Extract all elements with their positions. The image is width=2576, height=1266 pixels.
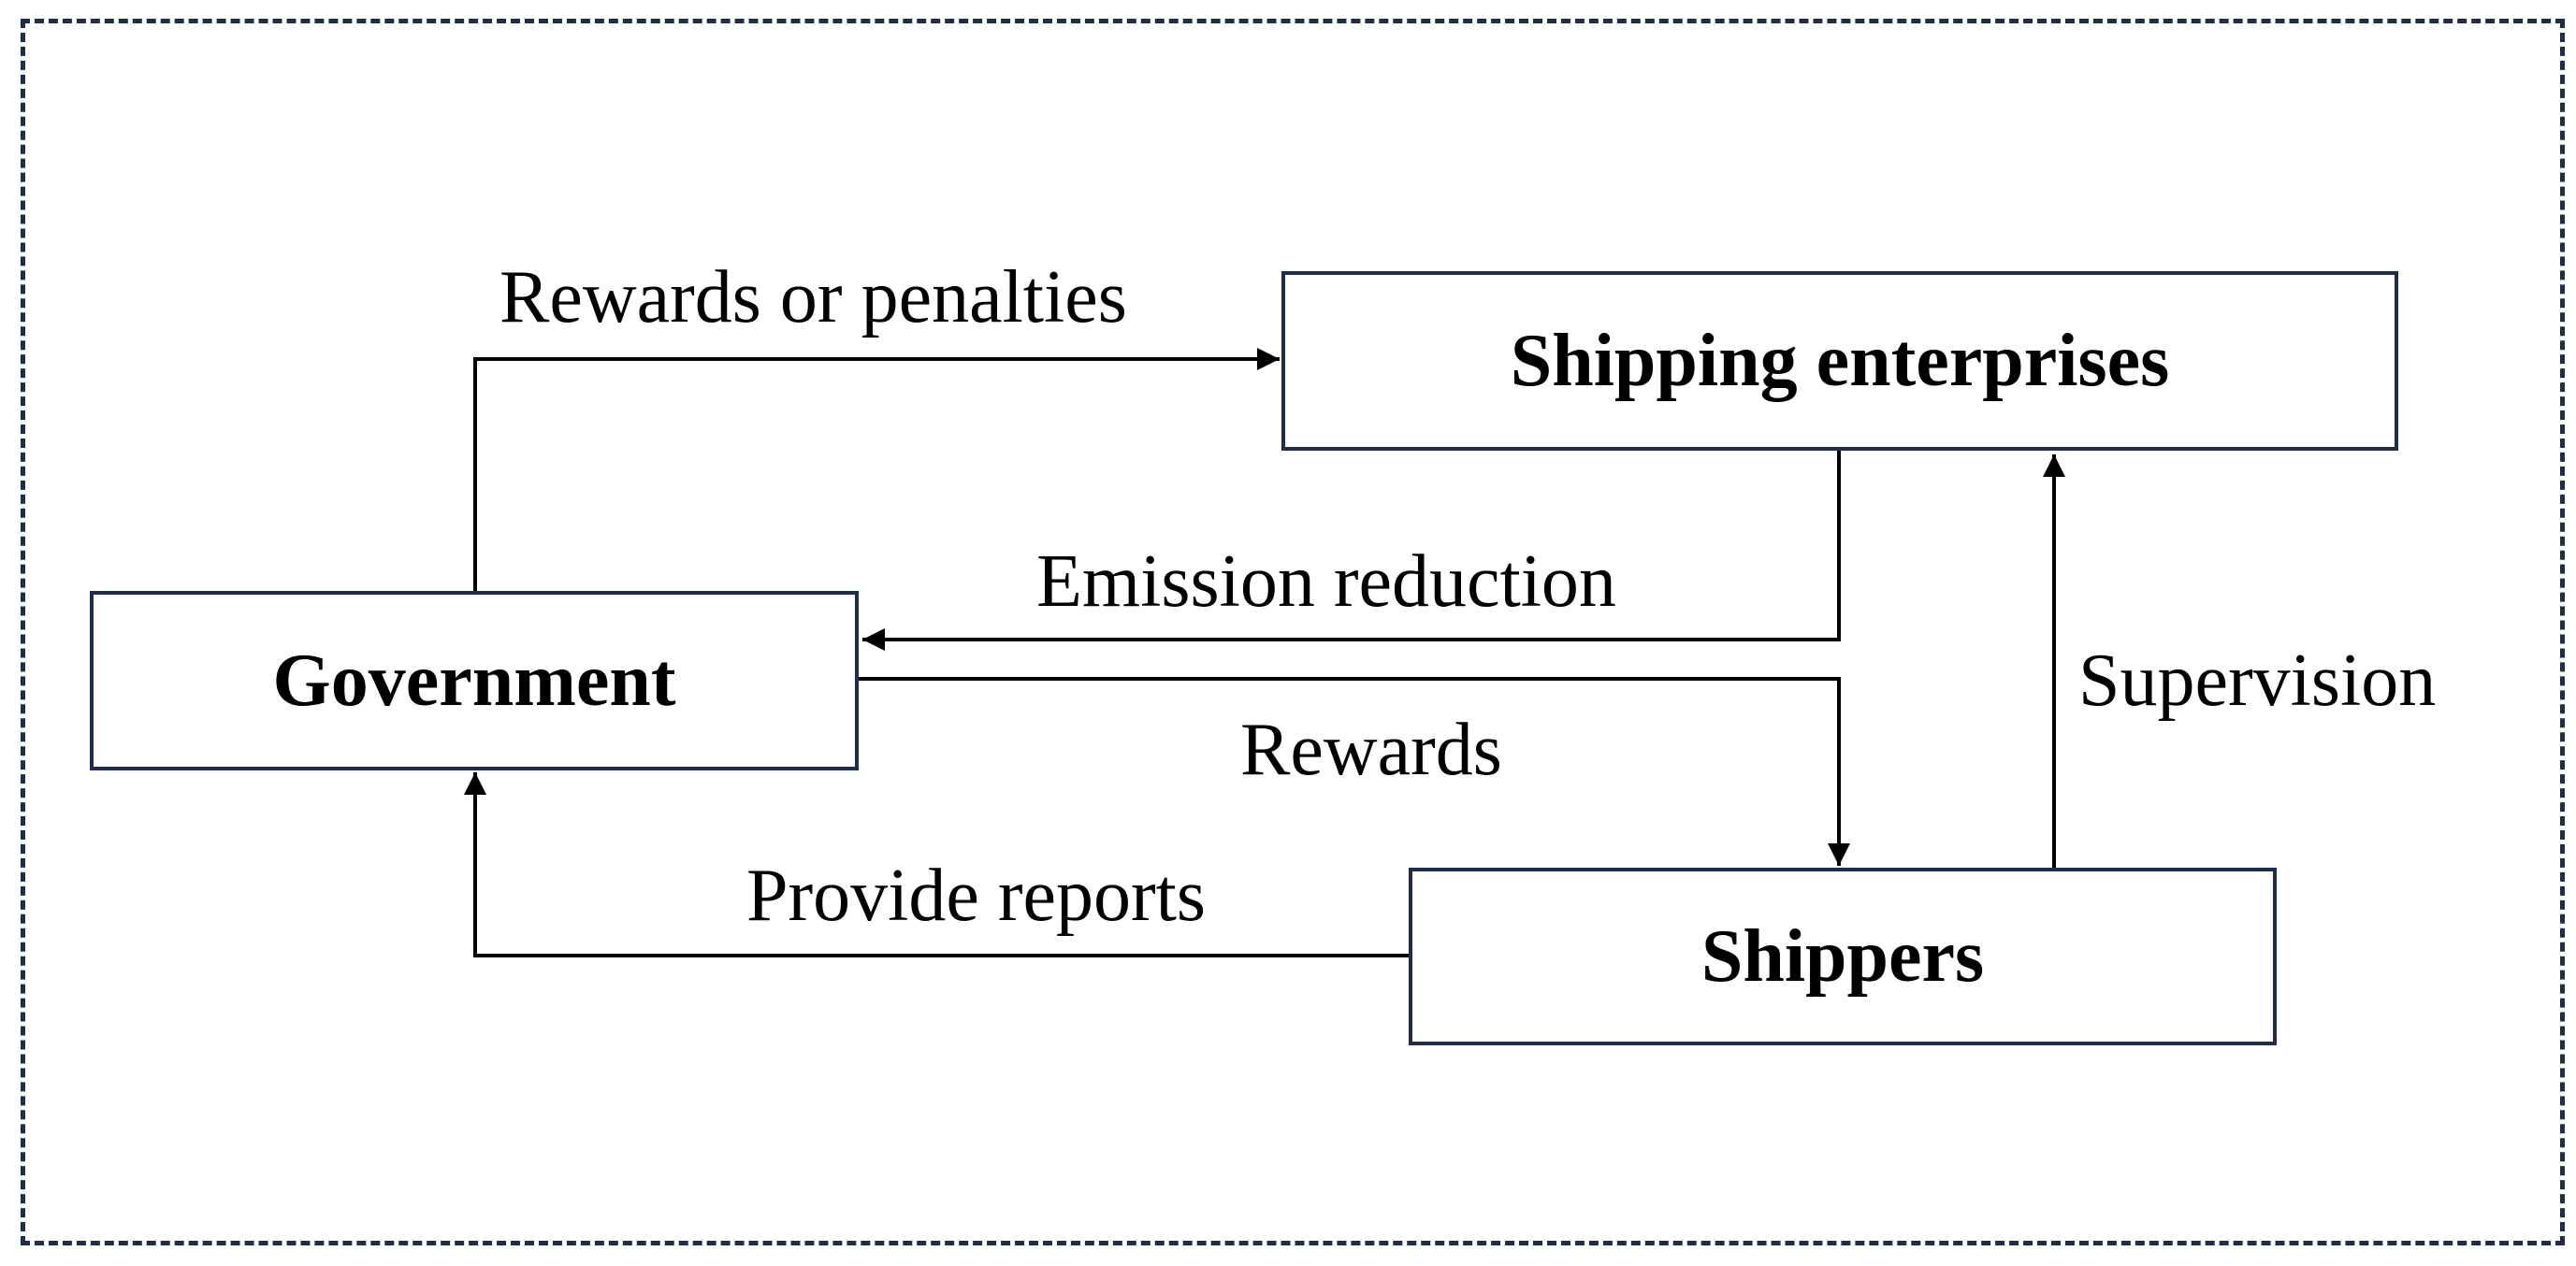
shipping-enterprises-label: Shipping enterprises <box>1510 319 2170 402</box>
government-label: Government <box>272 639 676 722</box>
dashed-boundary <box>21 19 2565 1245</box>
shipping-enterprises-node: Shipping enterprises <box>1281 271 2398 451</box>
provide-reports-label: Provide reports <box>746 855 1207 937</box>
rewards-or-penalties-label: Rewards or penalties <box>499 256 1127 338</box>
government-node: Government <box>90 591 859 770</box>
shippers-node: Shippers <box>1409 868 2277 1045</box>
emission-reduction-label: Emission reduction <box>1036 540 1616 623</box>
rewards-label: Rewards <box>1240 709 1502 791</box>
supervision-label: Supervision <box>2078 640 2437 722</box>
shippers-label: Shippers <box>1700 914 1985 998</box>
